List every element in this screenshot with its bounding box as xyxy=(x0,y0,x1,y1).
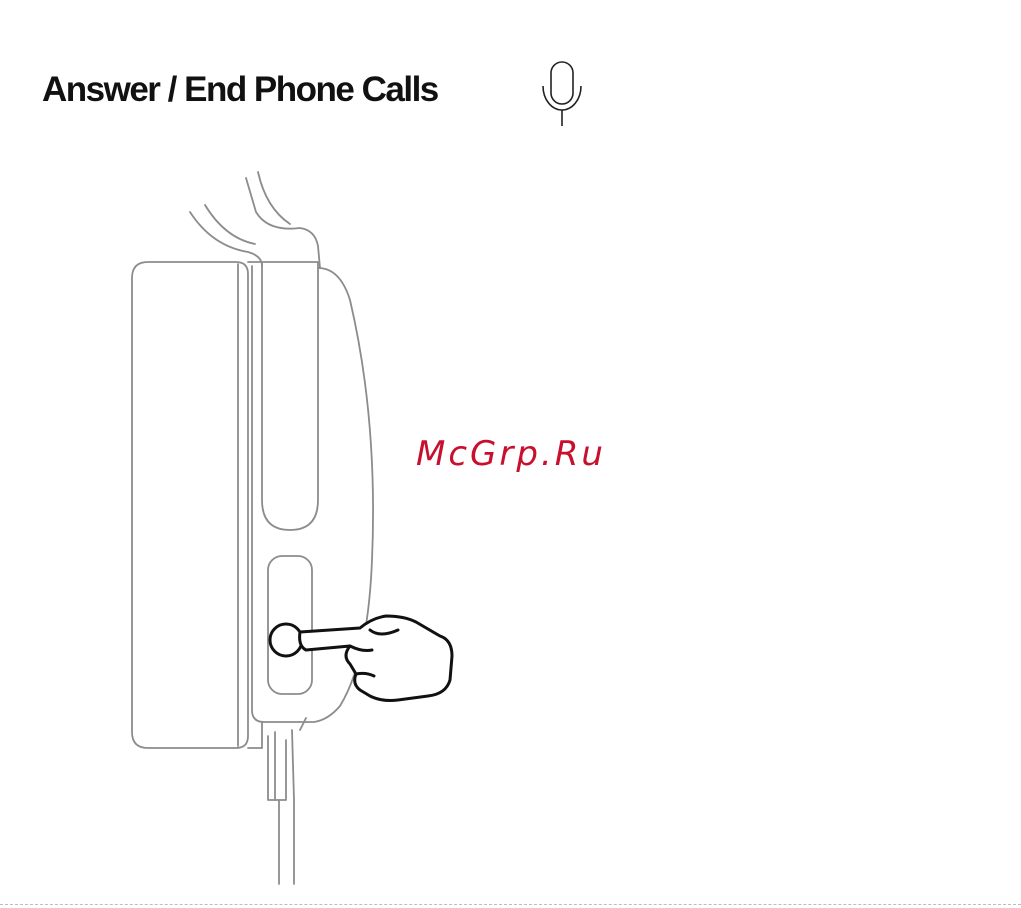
page-title: Answer / End Phone Calls xyxy=(42,70,438,110)
page-bottom-border xyxy=(0,904,1021,906)
microphone-icon xyxy=(538,58,586,130)
watermark-text: McGrp.Ru xyxy=(416,434,606,474)
headphone-illustration xyxy=(0,150,1021,908)
